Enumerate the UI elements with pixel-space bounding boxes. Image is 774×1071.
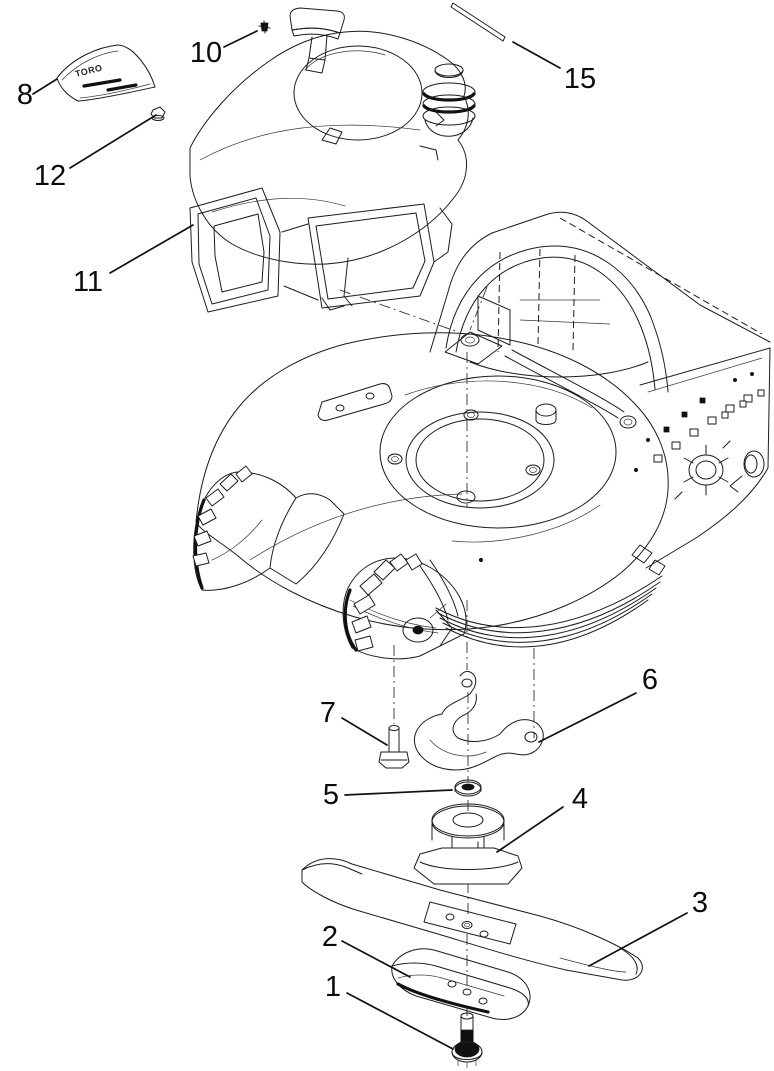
callout-label-4[interactable]: 4	[572, 783, 588, 815]
callout-label-1[interactable]: 1	[325, 971, 341, 1003]
callout-label-3[interactable]: 3	[692, 887, 708, 919]
deck-skirt-rim	[349, 575, 663, 648]
deck-boss	[535, 403, 557, 425]
callout-label-6[interactable]: 6	[642, 664, 658, 696]
callout-label-12[interactable]: 12	[34, 160, 66, 192]
callout-label-8[interactable]: 8	[17, 79, 33, 111]
callout-11: 11	[73, 224, 194, 298]
decal-brand-text: TORO	[74, 63, 103, 79]
callout-6: 6	[538, 664, 658, 743]
callout-label-10[interactable]: 10	[190, 37, 222, 69]
bolt-12	[150, 106, 166, 121]
callout-5: 5	[323, 779, 453, 811]
mower-deck	[195, 331, 669, 648]
sector-teeth-front	[351, 553, 423, 652]
air-cleaner-center	[281, 203, 435, 309]
height-adjuster-sector-left	[192, 465, 345, 591]
blade-3	[301, 858, 643, 981]
callout-1: 1	[325, 971, 454, 1050]
engine-shroud	[189, 30, 469, 265]
recoil-handle	[289, 7, 345, 74]
warning-label	[450, 2, 506, 42]
engine-assembly	[189, 7, 476, 313]
blade-bolt-1	[451, 1012, 483, 1069]
callout-label-7[interactable]: 7	[320, 697, 336, 729]
deck-outline	[195, 332, 669, 631]
engine-decal: TORO	[56, 44, 156, 102]
callout-12: 12	[34, 114, 157, 192]
callout-label-11[interactable]: 11	[73, 266, 103, 298]
bolt-7	[378, 725, 410, 769]
rear-housing	[429, 211, 771, 576]
fuel-cap	[422, 63, 476, 137]
washer-5	[454, 779, 482, 797]
adjuster-knob	[729, 450, 765, 493]
deck-center-ring	[379, 375, 617, 563]
callout-label-15[interactable]: 15	[564, 63, 596, 95]
sector-hub	[402, 603, 447, 643]
air-cleaner-left	[189, 187, 281, 313]
callout-8: 8	[17, 78, 58, 111]
callout-label-2[interactable]: 2	[322, 921, 338, 953]
sector-teeth-left	[192, 465, 253, 567]
callout-10: 10	[190, 30, 258, 69]
deck-slot-plate	[317, 383, 393, 421]
callout-4: 4	[496, 783, 588, 853]
blade-driver-4	[413, 803, 523, 885]
brake-bracket-6	[413, 670, 544, 771]
adjuster-hub-star	[674, 440, 731, 500]
callouts: 8 10 12 11 15 7 6 5 4 3 2 1	[17, 30, 708, 1050]
callout-2: 2	[322, 921, 411, 978]
screw-10	[258, 20, 271, 34]
callout-3: 3	[588, 887, 708, 967]
callout-15: 15	[512, 41, 596, 95]
vent-holes	[634, 371, 765, 472]
height-adjuster-sector-front	[342, 553, 467, 660]
callout-7: 7	[320, 697, 388, 746]
recoil-cover-oval	[293, 45, 423, 141]
callout-label-5[interactable]: 5	[323, 779, 339, 811]
accelerator-plate-2	[391, 948, 531, 1020]
